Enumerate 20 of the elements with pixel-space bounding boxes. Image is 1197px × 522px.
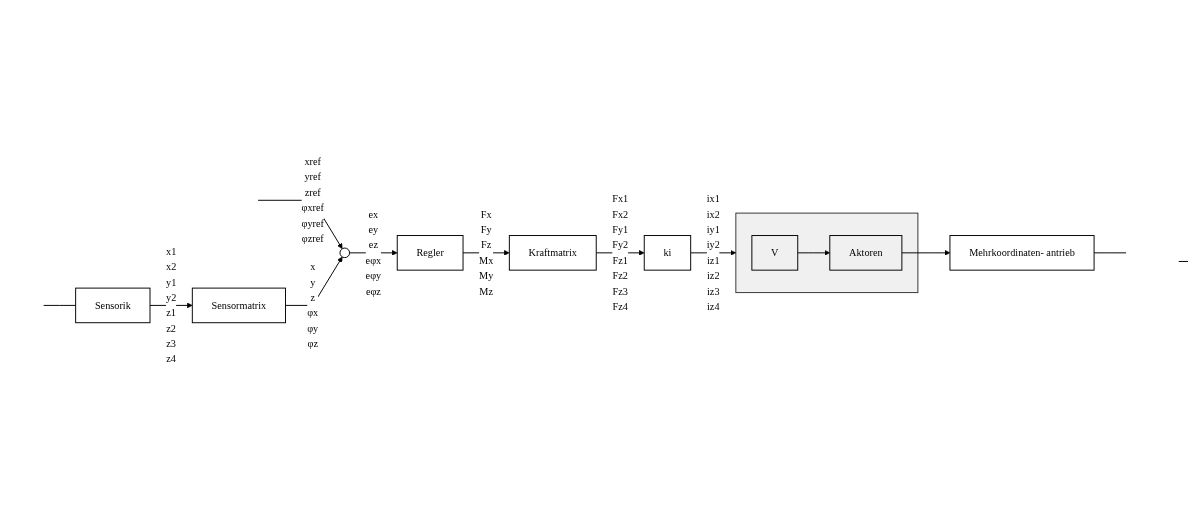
- node-box: Mehrkoordinaten- antrieb: [949, 235, 1095, 272]
- edge-label: ex ey ez eφx eφy eφz: [365, 209, 382, 297]
- node-circle: [339, 248, 351, 259]
- node-box: Regler: [396, 235, 464, 272]
- minus-sign: −: [1177, 249, 1189, 273]
- node-box: ki: [643, 235, 692, 272]
- node-box: Sensorik: [75, 288, 151, 324]
- edge-label: ix1 ix2 iy1 iy2 iz1 iz2 iz3 iz4: [706, 193, 720, 313]
- edge-label: x y z φx φy φz: [307, 261, 319, 350]
- edge-label: xref yref zref φxref φyref φzref: [301, 156, 324, 245]
- connector: [43, 305, 77, 307]
- edge-label: Fx Fy Fz Mx My Mz: [479, 209, 494, 297]
- edge-label: x1 x2 y1 y2 z1 z2 z3 z4: [166, 246, 177, 365]
- node-box: Sensormatrix: [191, 288, 286, 324]
- edge-label: Fx1 Fx2 Fy1 Fy2 Fz1 Fz2 Fz3 Fz4: [612, 193, 629, 313]
- node-box: Kraftmatrix: [508, 235, 597, 272]
- node-box: V: [751, 235, 799, 272]
- node-box: Aktoren: [829, 235, 903, 272]
- connector: [1093, 252, 1127, 254]
- cluster: [735, 213, 919, 294]
